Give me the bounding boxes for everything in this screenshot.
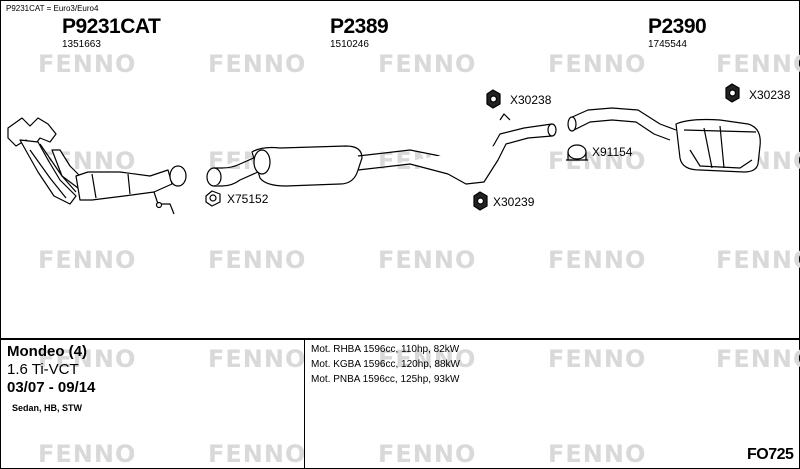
watermark: FENNO <box>208 50 307 78</box>
exhaust-diagram <box>7 83 761 215</box>
watermark: FENNO <box>38 440 137 468</box>
watermark: FENNO <box>716 345 800 373</box>
exhaust-manifold-catalyst <box>7 117 187 215</box>
ref-label-hanger-2: X30239 <box>493 195 535 209</box>
watermark: FENNO <box>378 246 477 274</box>
part-code-centre: P2389 <box>330 15 389 38</box>
watermark: FENNO <box>716 246 800 274</box>
watermark: FENNO <box>208 246 307 274</box>
watermark: FENNO <box>378 440 477 468</box>
watermark: FENNO <box>38 345 137 373</box>
vehicle-model: Mondeo (4) <box>7 343 87 360</box>
centre-silencer-pipe <box>206 113 557 187</box>
gasket-x75152 <box>205 190 221 207</box>
part-number-centre: 1510246 <box>330 39 369 50</box>
part-number-rear: 1745544 <box>648 39 687 50</box>
info-column-divider <box>304 338 305 469</box>
watermark: FENNO <box>208 440 307 468</box>
watermark: FENNO <box>38 246 137 274</box>
rubber-hanger-x30238 <box>486 89 501 109</box>
ref-label-gasket: X75152 <box>227 192 269 206</box>
watermark: FENNO <box>548 147 647 175</box>
watermark: FENNO <box>548 246 647 274</box>
emission-note: P9231CAT = Euro3/Euro4 <box>6 4 99 13</box>
watermark: FENNO <box>378 345 477 373</box>
info-divider <box>0 338 800 340</box>
vehicle-body-types: Sedan, HB, STW <box>12 403 83 413</box>
rubber-hanger-x30239 <box>473 191 488 211</box>
diagram-code: FO725 <box>747 446 794 463</box>
rear-silencer <box>567 107 761 173</box>
watermark: FENNO <box>548 345 647 373</box>
ref-label-clamp: X91154 <box>592 145 633 159</box>
motor-line: Mot. PNBA 1596cc, 125hp, 93kW <box>311 374 460 385</box>
watermark: FENNO <box>208 345 307 373</box>
part-code-rear: P2390 <box>648 15 707 38</box>
motor-line: Mot. KGBA 1596cc, 120hp, 88kW <box>311 359 460 370</box>
watermark: FENNO <box>548 50 647 78</box>
watermark: FENNO <box>548 440 647 468</box>
watermark: FENNO <box>716 50 800 78</box>
part-code-catalyst: P9231CAT <box>62 15 161 38</box>
ref-label-hanger-rear: X30238 <box>749 88 791 102</box>
motor-line: Mot. RHBA 1596cc, 110hp, 82kW <box>311 344 460 355</box>
vehicle-years: 03/07 - 09/14 <box>7 379 96 396</box>
clamp-x91154 <box>566 144 588 161</box>
vehicle-engine: 1.6 Ti-VCT <box>7 361 79 378</box>
watermark: FENNO <box>38 50 137 78</box>
ref-label-hanger: X30238 <box>510 93 552 107</box>
part-number-catalyst: 1351663 <box>62 39 101 50</box>
watermark: FENNO <box>378 50 477 78</box>
rubber-hanger-x30238-rear <box>725 83 740 103</box>
